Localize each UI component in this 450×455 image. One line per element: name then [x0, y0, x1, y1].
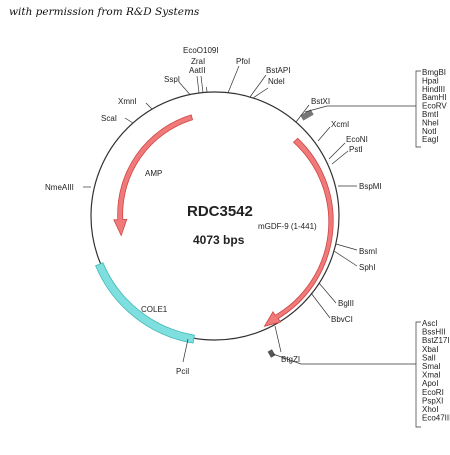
site-label-sspi: SspI — [164, 75, 180, 84]
tick-bglii — [318, 282, 337, 304]
mcs-bottom-enzyme: ApoI — [422, 379, 438, 388]
mcs-bottom-block — [267, 349, 276, 358]
site-label-ecoo109i: EcoO109I — [183, 46, 219, 55]
tick-btgzi — [274, 325, 282, 353]
mcs-top-enzyme: HindIII — [422, 85, 445, 94]
site-label-xmni: XmnI — [118, 97, 137, 106]
site-label-zrai: ZraI — [191, 57, 205, 66]
mcs-top-enzyme: EcoRV — [422, 102, 447, 111]
mcs-top-enzyme-list: BmgBIHpaIHindIIIBamHIEcoRVBmtINheINotIEa… — [422, 68, 447, 144]
insert-arrow — [263, 137, 334, 327]
cole1-origin-feature — [95, 262, 195, 344]
tick-xmni — [145, 102, 153, 110]
site-label-bspmi: BspMI — [359, 182, 382, 191]
tick-aatii — [196, 75, 200, 94]
tick-sphi — [333, 250, 358, 267]
site-label-ndei: NdeI — [268, 77, 285, 86]
mcs-top-enzyme: NotI — [422, 127, 437, 136]
site-label-btgzi: BtgZI — [281, 355, 300, 364]
mcs-bottom-enzyme-list: AscIBssHIIBstZ17IXbaISalISmaIXmaIApoIEco… — [422, 319, 450, 423]
mcs-bottom-enzyme: Eco47III — [422, 414, 450, 423]
mcs-top-enzyme: BamHI — [422, 93, 446, 102]
mcs-bottom-enzyme: PspXI — [422, 396, 443, 405]
plasmid-name: RDC3542 — [187, 203, 253, 220]
mcs-top-enzyme: BmtI — [422, 110, 438, 119]
site-label-bbvci: BbvCI — [331, 315, 353, 324]
site-label-bsmi: BsmI — [359, 247, 377, 256]
mcs-bottom-enzyme: BstZ17I — [422, 336, 450, 345]
mcs-bottom-bracket — [415, 321, 421, 428]
tick-sspi — [178, 81, 191, 95]
mcs-bottom-enzyme: SmaI — [422, 362, 441, 371]
site-label-sphi: SphI — [359, 263, 375, 272]
mcs-top-enzyme: EagI — [422, 135, 438, 144]
mcs-top-enzyme: NheI — [422, 118, 439, 127]
mcs-top-enzyme: BmgBI — [422, 68, 446, 77]
mcs-bottom-enzyme: SalI — [422, 353, 436, 362]
site-label-xcmi: XcmI — [331, 120, 349, 129]
tick-scai — [124, 117, 134, 124]
mcs-bottom-enzyme: XhoI — [422, 405, 438, 414]
tick-zrai — [200, 75, 204, 93]
site-label-aatii: AatII — [189, 66, 205, 75]
tick-ndei — [252, 87, 269, 99]
site-label-psti: PstI — [349, 145, 363, 154]
tick-bsmi — [335, 243, 358, 251]
mcs-bottom-enzyme: BssHII — [422, 328, 446, 337]
site-label-bglii: BglII — [338, 299, 354, 308]
site-label-econi: EcoNI — [346, 135, 368, 144]
tick-bstxi — [295, 104, 310, 123]
site-label-nmeaiii: NmeAIII — [45, 183, 74, 192]
insert-label: mGDF-9 (1-441) — [258, 222, 317, 231]
site-label-scai: ScaI — [101, 114, 117, 123]
tick-xcmi — [317, 126, 331, 142]
amp-arrow — [113, 114, 194, 237]
mcs-bottom-enzyme: AscI — [422, 319, 438, 328]
mcs-bottom-enzyme: XmaI — [422, 371, 441, 380]
tick-psti — [331, 150, 349, 165]
tick-ecoo109i — [206, 86, 208, 93]
mcs-top-bracket — [415, 70, 421, 148]
cole1-label: COLE1 — [141, 305, 168, 314]
mcs-bottom-enzyme: EcoRI — [422, 388, 444, 397]
mcs-top-enzyme: HpaI — [422, 76, 439, 85]
mcs-top-leader — [304, 105, 416, 113]
tick-bbvci — [310, 292, 331, 319]
plasmid-size: 4073 bps — [193, 233, 245, 247]
mcs-bottom-leader — [272, 353, 416, 365]
tick-econi — [328, 142, 346, 160]
credit-text: with permission from R&D Systems — [9, 6, 200, 18]
mcs-bottom-enzyme: XbaI — [422, 345, 438, 354]
plasmid-backbone — [90, 91, 340, 341]
amp-label: AMP — [145, 169, 162, 178]
tick-pcii — [182, 338, 189, 363]
mcs-top-block — [300, 109, 314, 121]
site-label-bstxi: BstXI — [311, 97, 330, 106]
site-label-bstapi: BstAPI — [266, 66, 290, 75]
tick-pfoi — [227, 65, 240, 93]
tick-bstapi — [249, 74, 267, 98]
site-label-pfoi: PfoI — [236, 57, 250, 66]
site-label-pcii: PciI — [176, 367, 189, 376]
